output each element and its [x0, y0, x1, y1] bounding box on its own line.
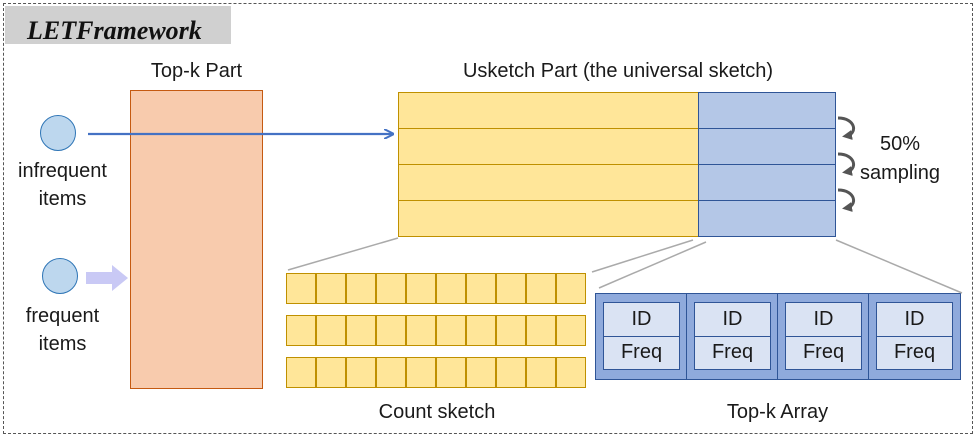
framework-title: LETFramework [27, 16, 202, 45]
count-sketch-label: Count sketch [378, 401, 496, 423]
projection-line-left [287, 237, 399, 271]
count-sketch-cell [316, 357, 346, 388]
frequent-items-label-line2: items [38, 333, 87, 355]
sampling-label-line2: sampling [859, 162, 941, 184]
count-sketch-cell [436, 273, 466, 304]
count-sketch-cell [346, 273, 376, 304]
count-sketch-cell [286, 273, 316, 304]
count-sketch-cell [316, 315, 346, 346]
topk-array-freq-1: Freq [620, 341, 663, 363]
count-sketch-cell [496, 273, 526, 304]
topk-part-block [130, 90, 263, 389]
count-sketch-cell [406, 357, 436, 388]
count-sketch-cell [376, 357, 406, 388]
count-sketch-cell [466, 273, 496, 304]
sampling-label-line1: 50% [879, 133, 921, 155]
topk-array-freq-4: Freq [893, 341, 936, 363]
topk-array-cell-4: ID Freq [868, 293, 961, 380]
count-sketch-cell [526, 357, 556, 388]
topk-part-label: Top-k Part [150, 60, 243, 82]
count-sketch-cell [346, 315, 376, 346]
topk-array-cell-2: ID Freq [686, 293, 779, 380]
topk-array-freq-2: Freq [711, 341, 754, 363]
count-sketch-cell [316, 273, 346, 304]
count-sketch-cell [436, 315, 466, 346]
count-sketch-cell [526, 315, 556, 346]
infrequent-items-label-line1: infrequent [18, 160, 107, 182]
frequent-item-circle [42, 258, 78, 294]
framework-frame [3, 3, 973, 434]
topk-array-freq-3: Freq [802, 341, 845, 363]
count-sketch-cell [376, 273, 406, 304]
frequent-arrow [86, 265, 128, 291]
sampling-arrow-1 [837, 116, 855, 140]
count-sketch-cell [466, 315, 496, 346]
count-sketch-cell [466, 357, 496, 388]
sampling-arrow-3 [837, 188, 855, 212]
topk-array-id-1: ID [604, 303, 679, 337]
count-sketch-cell [286, 357, 316, 388]
topk-array-inner-2: ID Freq [694, 302, 771, 370]
sampling-arrow-2 [837, 152, 855, 176]
count-sketch-cell [346, 357, 376, 388]
topk-array-id-2: ID [695, 303, 770, 337]
topk-array-inner-4: ID Freq [876, 302, 953, 370]
topk-array-inner-3: ID Freq [785, 302, 862, 370]
infrequent-items-label-line2: items [38, 188, 87, 210]
topk-array-id-4: ID [877, 303, 952, 337]
topk-array-cell-1: ID Freq [595, 293, 688, 380]
infrequent-item-circle [40, 115, 76, 151]
count-sketch-cell [286, 315, 316, 346]
count-sketch-cell [556, 357, 586, 388]
title-tab: LETFramework [5, 6, 231, 45]
topk-array-id-3: ID [786, 303, 861, 337]
usketch-row-4-yellow [398, 200, 699, 237]
topk-array-cell-3: ID Freq [777, 293, 870, 380]
count-sketch-cell [496, 357, 526, 388]
count-sketch-cell [436, 357, 466, 388]
count-sketch-cell [526, 273, 556, 304]
topk-array-inner-1: ID Freq [603, 302, 680, 370]
count-sketch-cell [376, 315, 406, 346]
count-sketch-cell [406, 315, 436, 346]
projection-line-mid-1 [591, 239, 694, 273]
topk-array-label: Top-k Array [726, 401, 829, 423]
projection-line-mid-2 [598, 241, 707, 289]
count-sketch-cell [556, 273, 586, 304]
count-sketch-cell [556, 315, 586, 346]
count-sketch-cell [496, 315, 526, 346]
frequent-items-label-line1: frequent [25, 305, 100, 327]
usketch-row-2-blue [698, 128, 836, 165]
usketch-row-4-blue [698, 200, 836, 237]
projection-line-right [835, 239, 963, 294]
count-sketch-cell [406, 273, 436, 304]
usketch-part-label: Usketch Part (the universal sketch) [462, 60, 774, 82]
usketch-row-3-blue [698, 164, 836, 201]
